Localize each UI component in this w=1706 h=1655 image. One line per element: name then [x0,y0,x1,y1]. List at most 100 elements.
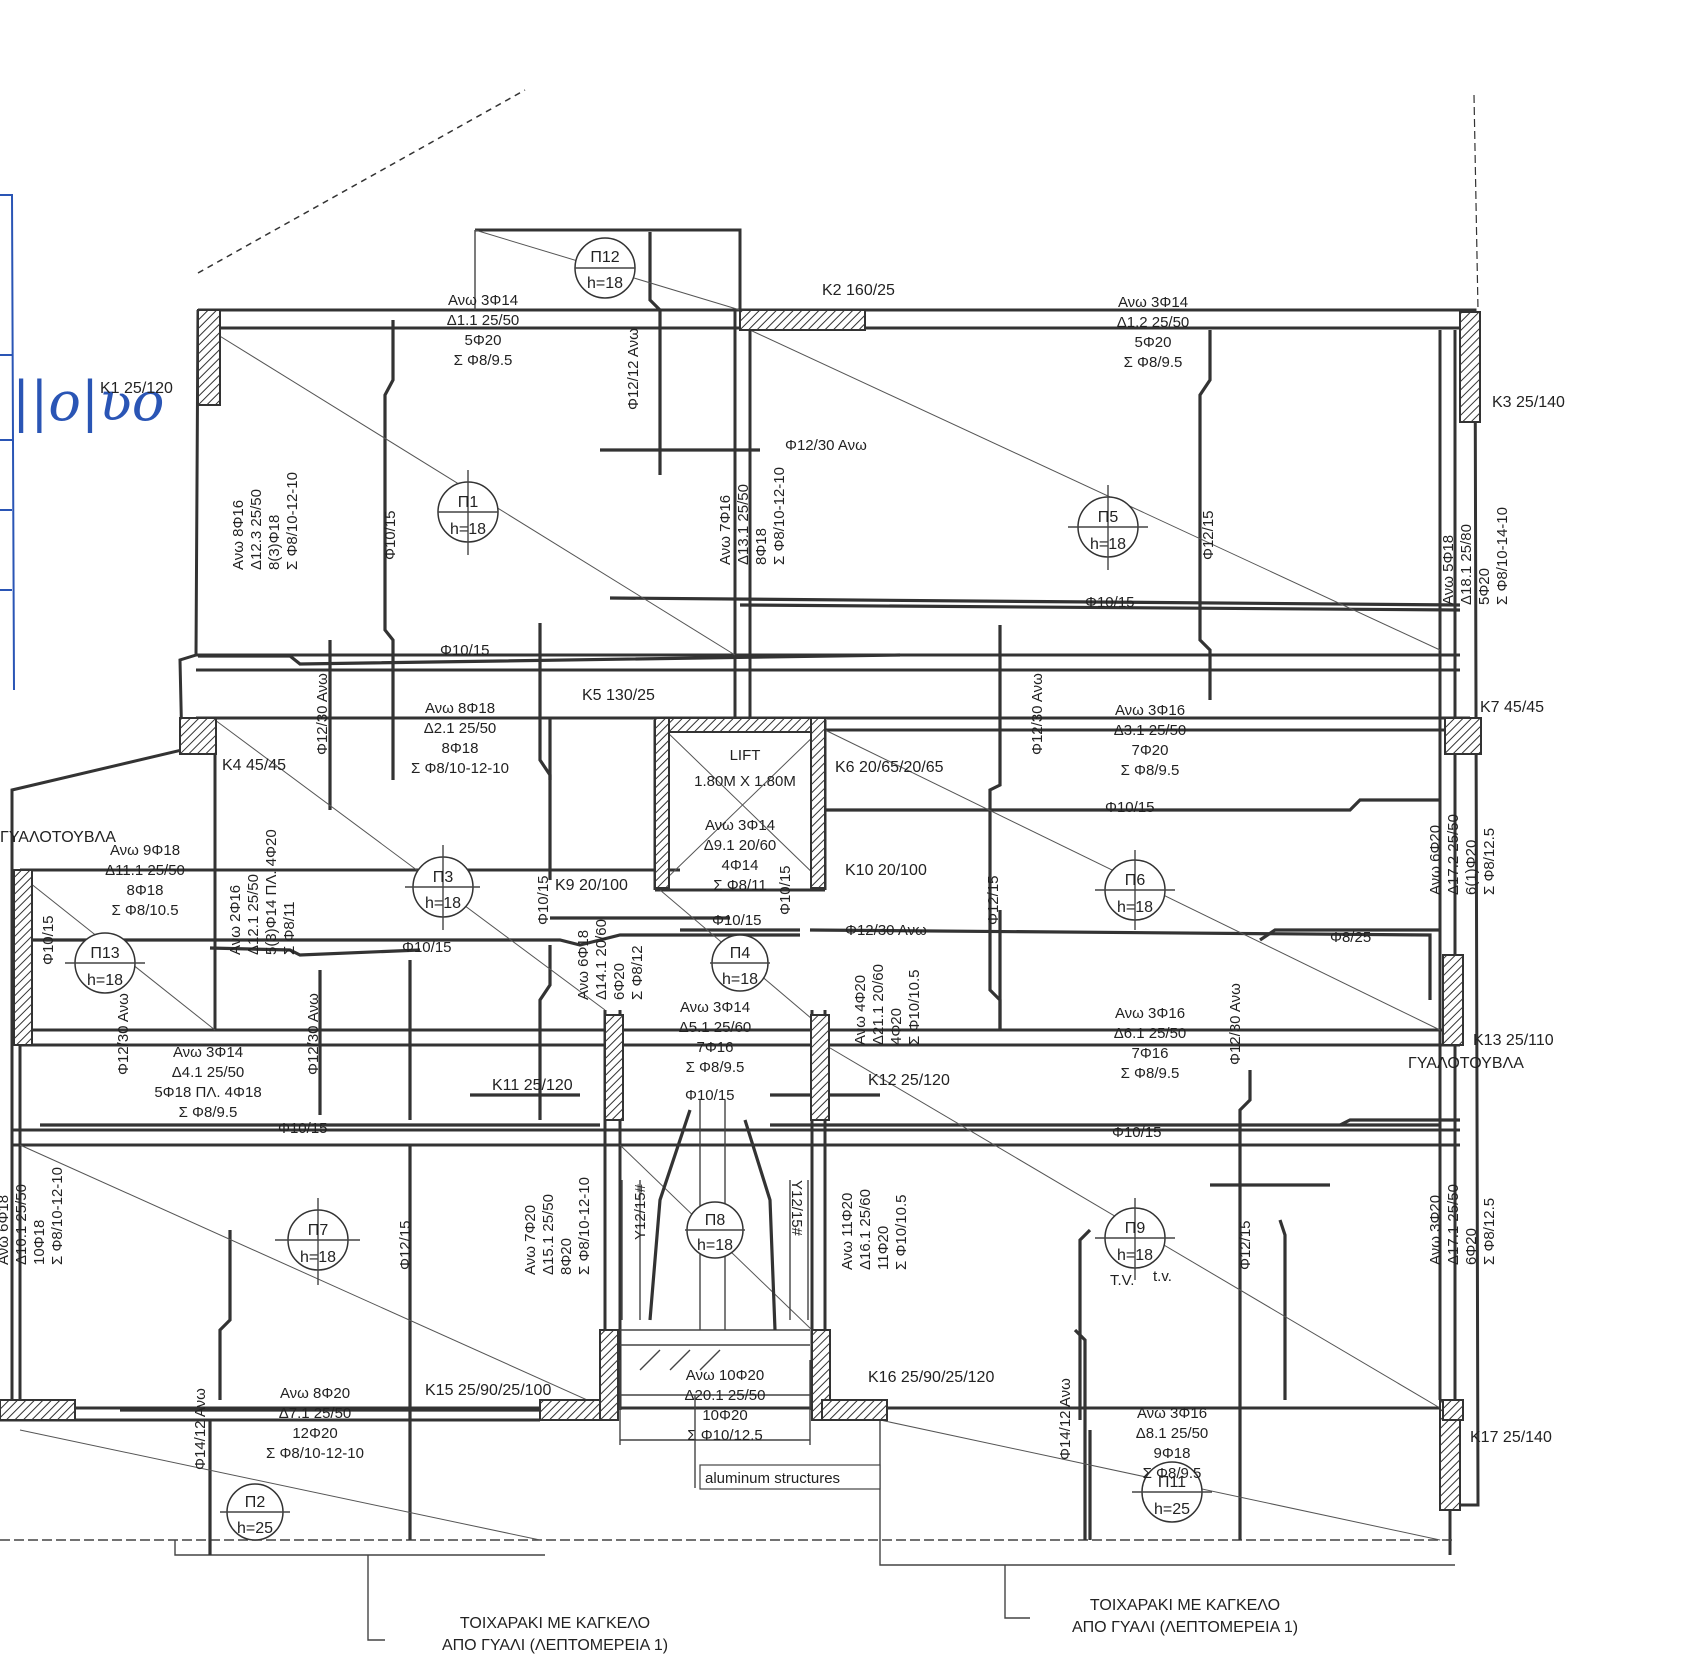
rebar-f12-15-v4: Φ12/15 [1237,1220,1254,1270]
beam-d16-1: Ανω 11Φ20 Δ16.1 25/60 11Φ20 Σ Φ10/10.5 [839,1189,910,1270]
svg-text:Ανω 8Φ16: Ανω 8Φ16 [230,500,247,570]
slab-p12-name: Π12 [590,249,619,266]
rebar-f14-12-v1: Φ14/12 Ανω [192,1388,209,1470]
svg-text:Σ Φ8/10-14-10: Σ Φ8/10-14-10 [1494,507,1511,605]
svg-text:Ανω 3Φ16: Ανω 3Φ16 [1137,1405,1207,1422]
slab-labels: Π12 h=18 Π1 h=18 Π5 h=18 Π3 h=18 Π6 h=18… [87,249,1190,1537]
column-k6b [810,717,826,889]
svg-text:Σ Φ8/9.5: Σ Φ8/9.5 [179,1104,238,1121]
svg-text:9Φ18: 9Φ18 [1154,1445,1191,1462]
beam-d18-1: Ανω 5Φ18 Δ18.1 25/80 5Φ20 Σ Φ8/10-14-10 [1440,507,1511,605]
label-k12: K12 25/120 [868,1072,950,1089]
beam-d12-1: Ανω 2Φ16 Δ12.1 25/50 5(3)Φ14 ΠΛ. 4Φ20 Σ … [227,829,298,955]
beam-d10-1: Ανω 6Φ18 Δ10.1 25/50 10Φ18 Σ Φ8/10-12-10 [0,1167,66,1265]
svg-text:Ανω 8Φ20: Ανω 8Φ20 [280,1385,350,1402]
rebar-y12-15-a: Υ12/15# [632,1183,649,1240]
svg-text:Σ Φ8/10-12-10: Σ Φ8/10-12-10 [266,1445,364,1462]
beam-d14-1: Ανω 6Φ18 Δ14.1 20/60 6Φ20 Σ Φ8/12 [575,919,646,1000]
label-k7: K7 45/45 [1480,699,1544,716]
slab-p4-h: h=18 [722,971,758,988]
beam-d7-1: Ανω 8Φ20 Δ7.1 25/50 12Φ20 Σ Φ8/10-12-10 [266,1385,364,1462]
svg-text:12Φ20: 12Φ20 [292,1425,337,1442]
rebar-f10-15-f: Φ10/15 [685,1087,735,1104]
svg-text:8Φ18: 8Φ18 [753,528,770,565]
svg-text:Δ8.1 25/50: Δ8.1 25/50 [1136,1425,1209,1442]
label-k1: K1 25/120 [100,380,173,397]
rebar-f10-15-v4: Φ10/15 [777,865,794,915]
beam-d5-1: Ανω 3Φ14 Δ5.1 25/60 7Φ16 Σ Φ8/9.5 [679,999,752,1076]
column-k1 [197,309,221,406]
tv-note: T.V. [1110,1272,1134,1289]
slab-p12 [574,237,636,299]
beam-d9-1: Ανω 3Φ14 Δ9.1 20/60 4Φ14 Σ Φ8/11 [704,817,777,894]
rebar-f12-30-b: Φ12/30 Ανω [845,922,927,939]
railing-note-right-2: ΑΠΟ ΓΥΑΛΙ (ΛΕΠΤΟΜΕΡΕΙΑ 1) [1072,1619,1298,1636]
svg-text:8Φ18: 8Φ18 [127,882,164,899]
svg-text:Σ Φ8/9.5: Σ Φ8/9.5 [1124,354,1183,371]
svg-text:Δ15.1 25/50: Δ15.1 25/50 [540,1194,557,1275]
rebar-f12-30-a: Φ12/30 Ανω [785,437,867,454]
svg-text:Ανω 6Φ18: Ανω 6Φ18 [0,1195,12,1265]
svg-text:Ανω 3Φ14: Ανω 3Φ14 [680,999,750,1016]
notes: ΓΥΑΛΟΤΟΥΒΛΑ ΓΥΑΛΟΤΟΥΒΛΑ aluminum structu… [0,829,1524,1654]
slab-p7 [275,1198,360,1285]
rebar-f12-12-v: Φ12/12 Ανω [625,328,642,410]
slab-p11-h: h=25 [1154,1501,1190,1518]
svg-text:Δ9.1 20/60: Δ9.1 20/60 [704,837,777,854]
glass-block-note-right: ΓΥΑΛΟΤΟΥΒΛΑ [1408,1055,1524,1072]
lift-size: 1.80M X 1.80M [694,773,796,790]
label-k5: K5 130/25 [582,687,655,704]
beam-d3-1: Ανω 3Φ16 Δ3.1 25/50 7Φ20 Σ Φ8/9.5 [1114,702,1187,779]
rebar-f14-12-v2: Φ14/12 Ανω [1057,1378,1074,1460]
svg-text:Σ Φ8/9.5: Σ Φ8/9.5 [454,352,513,369]
slab-p5-name: Π5 [1098,509,1119,526]
column-k5 [654,717,826,733]
slab-p6 [1095,850,1175,930]
column-labels: K1 25/120 K2 160/25 K3 25/140 K4 45/45 K… [100,282,1565,1446]
svg-text:Σ Φ8/12: Σ Φ8/12 [629,945,646,1000]
column-k16 [821,1399,888,1421]
slab-p11-name: Π11 [1158,1474,1186,1491]
beam-d21-1: Ανω 4Φ20 Δ21.1 20/60 4Φ20 Σ Φ10/10.5 [852,964,923,1045]
label-k4: K4 45/45 [222,757,286,774]
svg-text:Ανω 3Φ16: Ανω 3Φ16 [1115,1005,1185,1022]
svg-text:6Φ20: 6Φ20 [1463,1228,1480,1265]
svg-text:Δ2.1 25/50: Δ2.1 25/50 [424,720,497,737]
svg-text:7Φ16: 7Φ16 [1132,1045,1169,1062]
svg-text:Δ16.1 25/60: Δ16.1 25/60 [857,1189,874,1270]
slab-p8-name: Π8 [705,1212,726,1229]
rebar-f12-30-v5: Φ12/30 Ανω [1227,983,1244,1065]
svg-text:Δ3.1 25/50: Δ3.1 25/50 [1114,722,1187,739]
label-k11: K11 25/120 [492,1077,573,1094]
svg-text:Ανω 6Φ18: Ανω 6Φ18 [575,930,592,1000]
vertical-beam-labels: Ανω 8Φ16 Δ12.3 25/50 8(3)Φ18 Σ Φ8/10-12-… [0,467,1511,1275]
stair [621,1100,809,1371]
svg-text:Σ Φ8/9.5: Σ Φ8/9.5 [1121,762,1180,779]
column-k12 [810,1014,830,1121]
rebar-f10-15-d: Φ10/15 [402,939,452,956]
svg-text:Δ12.1 25/50: Δ12.1 25/50 [245,874,262,955]
slab-markers [65,237,1212,1541]
svg-text:Δ17.2 25/50: Δ17.2 25/50 [1445,814,1462,895]
slab-p7-h: h=18 [300,1249,336,1266]
svg-text:Δ11.1 25/50: Δ11.1 25/50 [105,862,185,879]
svg-text:Ανω 7Φ20: Ανω 7Φ20 [522,1205,539,1275]
svg-text:4Φ20: 4Φ20 [888,1008,905,1045]
slab-p4-name: Π4 [730,945,751,962]
slab-p9-name: Π9 [1125,1220,1146,1237]
rebar-f10-15-v2: Φ10/15 [535,875,552,925]
svg-text:Σ Φ8/12.5: Σ Φ8/12.5 [1481,828,1498,895]
rebar-f12-15-v1: Φ12/15 [1200,510,1217,560]
svg-text:Σ Φ8/9.5: Σ Φ8/9.5 [1143,1465,1202,1482]
slab-p4 [710,934,770,992]
column-k6a [654,717,670,889]
beam-d12-3: Ανω 8Φ16 Δ12.3 25/50 8(3)Φ18 Σ Φ8/10-12-… [230,472,301,570]
svg-text:6Φ20: 6Φ20 [611,963,628,1000]
svg-text:Ανω 3Φ16: Ανω 3Φ16 [1115,702,1185,719]
beam-d1-1: Ανω 3Φ14 Δ1.1 25/50 5Φ20 Σ Φ8/9.5 [447,292,520,369]
glass-block-note-left: ΓΥΑΛΟΤΟΥΒΛΑ [0,829,116,846]
slab-p3-h: h=18 [425,895,461,912]
label-k17: K17 25/140 [1470,1429,1552,1446]
tv-note-small: t.v. [1153,1268,1172,1285]
railing-note-right-1: ΤΟΙΧΑΡΑΚΙ ΜΕ ΚΑΓΚΕΛΟ [1090,1597,1280,1614]
